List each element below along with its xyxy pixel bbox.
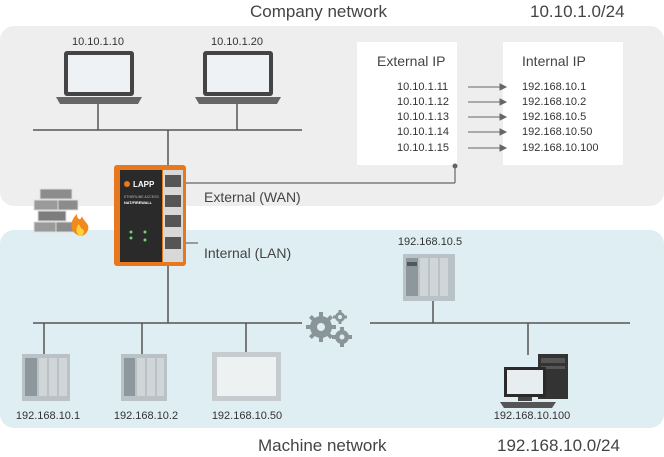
internal-ip-header: Internal IP <box>522 53 586 69</box>
laptop-icon <box>195 51 281 104</box>
plc2-ip: 192.168.10.2 <box>113 410 179 422</box>
panel-ip: 192.168.10.50 <box>211 410 283 422</box>
plc-controller-icon <box>403 254 455 301</box>
desktop-pc-icon <box>500 354 568 408</box>
device-model-text: ETHERLINE ACCESS <box>124 195 159 199</box>
laptop-icon <box>56 51 142 104</box>
nat-external-cell: 10.10.1.15 <box>397 142 449 154</box>
nat-connection-dot <box>452 163 458 169</box>
laptop2-ip: 10.10.1.20 <box>211 36 263 48</box>
lapp-firewall-device <box>114 165 186 266</box>
plc-icon <box>22 354 70 401</box>
machine-network-title: Machine network <box>258 436 387 455</box>
machine-network-subnet: 192.168.10.0/24 <box>497 436 620 455</box>
wan-interface-label: External (WAN) <box>204 189 301 205</box>
nat-internal-panel <box>503 42 623 165</box>
lan-interface-label: Internal (LAN) <box>204 245 292 261</box>
device-brand-text: LAPP <box>133 180 155 189</box>
plc-icon <box>121 354 167 401</box>
firewall-icon <box>33 188 89 236</box>
pc-ip: 192.168.10.100 <box>493 410 571 422</box>
nat-external-cell: 10.10.1.11 <box>397 81 449 93</box>
nat-external-panel <box>357 42 457 165</box>
nat-external-cell: 10.10.1.13 <box>397 111 449 123</box>
gears-icon <box>306 310 352 347</box>
laptop1-ip: 10.10.1.10 <box>72 36 124 48</box>
device-function-text: NAT/FIREWALL <box>124 201 153 205</box>
nat-external-cell: 10.10.1.12 <box>397 96 449 108</box>
nat-internal-cell: 192.168.10.1 <box>522 81 587 93</box>
nat-internal-cell: 192.168.10.50 <box>522 126 593 138</box>
hmi-panel-icon <box>212 352 281 401</box>
company-network-subnet: 10.10.1.0/24 <box>530 2 625 21</box>
controller-ip: 192.168.10.5 <box>397 236 463 248</box>
nat-internal-cell: 192.168.10.2 <box>522 96 587 108</box>
nat-internal-cell: 192.168.10.100 <box>522 142 599 154</box>
nat-arrows <box>468 83 508 152</box>
external-ip-header: External IP <box>377 53 446 69</box>
plc1-ip: 192.168.10.1 <box>15 410 81 422</box>
nat-internal-cell: 192.168.10.5 <box>522 111 587 123</box>
nat-external-cell: 10.10.1.14 <box>397 126 449 138</box>
company-network-title: Company network <box>250 2 388 21</box>
